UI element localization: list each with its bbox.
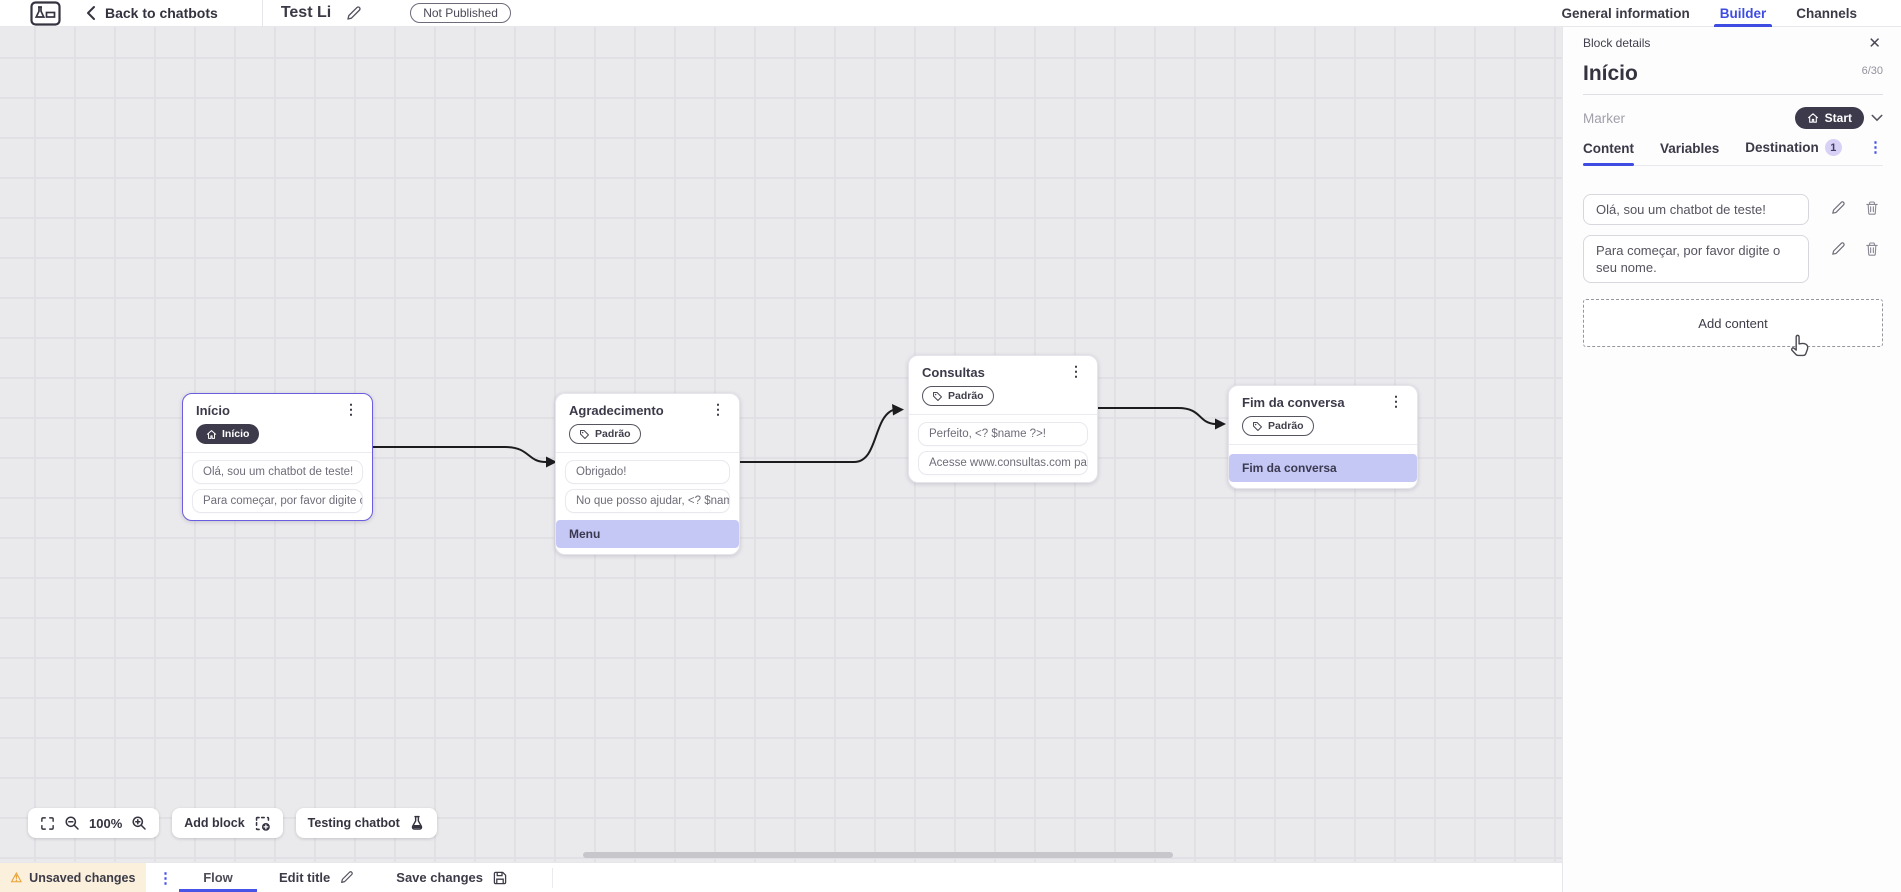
add-block-icon xyxy=(254,815,271,832)
edit-title-pencil-icon[interactable] xyxy=(345,5,362,22)
tab-builder[interactable]: Builder xyxy=(1713,0,1772,27)
edit-message-icon[interactable] xyxy=(1830,200,1846,216)
delete-message-icon[interactable] xyxy=(1864,241,1880,257)
zoom-controls: 100% xyxy=(28,808,160,838)
node-inicio[interactable]: Início ⋮ Início Olá, sou um chatbot de t… xyxy=(182,393,373,521)
char-counter: 6/30 xyxy=(1861,65,1883,77)
start-pill: Start xyxy=(1794,107,1864,129)
add-content-button[interactable]: Add content xyxy=(1583,299,1883,347)
fullscreen-icon[interactable] xyxy=(40,816,55,831)
flask-icon xyxy=(409,815,425,831)
node-menu-icon[interactable]: ⋮ xyxy=(1069,363,1083,379)
node-message[interactable]: Para começar, por favor digite o ... xyxy=(193,489,362,512)
node-title: Início xyxy=(196,403,230,418)
bottombar-divider xyxy=(552,867,553,888)
warning-icon: ⚠ xyxy=(10,869,23,885)
node-menu-icon[interactable]: ⋮ xyxy=(344,401,358,417)
tab-destination[interactable]: Destination 1 xyxy=(1745,139,1842,165)
builder-nav-tabs: General information Builder Channels xyxy=(1561,0,1857,27)
marker-label: Marker xyxy=(1583,110,1626,126)
node-fim-da-conversa[interactable]: Fim da conversa ⋮ Padrão Fim da conversa xyxy=(1228,385,1418,489)
tab-variables[interactable]: Variables xyxy=(1660,141,1720,156)
unsaved-changes-status: ⚠ Unsaved changes xyxy=(0,863,146,892)
node-message[interactable]: Perfeito, <? $name ?>! xyxy=(919,422,1087,445)
back-to-chatbots-link[interactable]: Back to chatbots xyxy=(105,5,218,21)
panel-tabs: Content Variables Destination 1 ⋮ xyxy=(1583,138,1883,166)
panel-menu-icon[interactable]: ⋮ xyxy=(1868,139,1883,156)
block-details-panel: Block details ✕ Início 6/30 Marker Start… xyxy=(1562,27,1901,892)
add-block-button[interactable]: Add block xyxy=(172,808,283,838)
tag-icon xyxy=(933,391,942,401)
back-chevron-icon[interactable] xyxy=(85,5,97,21)
save-changes-button[interactable]: Save changes xyxy=(396,870,508,886)
panel-title: Block details xyxy=(1583,36,1651,50)
content-item: Para começar, por favor digite o seu nom… xyxy=(1583,235,1883,283)
zoom-level-value: 100% xyxy=(89,815,123,831)
node-message[interactable]: Obrigado! xyxy=(566,460,729,483)
topbar-divider xyxy=(261,0,263,27)
tab-channels[interactable]: Channels xyxy=(1796,6,1857,21)
close-icon[interactable]: ✕ xyxy=(1868,35,1881,52)
canvas-controls: 100% Add block Testing chatbot xyxy=(28,808,437,838)
node-message[interactable]: Acesse www.consultas.com par... xyxy=(919,451,1087,474)
tab-general-information[interactable]: General information xyxy=(1561,6,1690,21)
marker-select[interactable]: Start xyxy=(1794,107,1883,129)
horizontal-scrollbar-thumb[interactable] xyxy=(583,852,1173,858)
chatbot-title: Test Li xyxy=(280,4,332,21)
content-list: Olá, sou um chatbot de teste! Para começ… xyxy=(1583,194,1883,283)
status-badge: Not Published xyxy=(410,3,511,23)
pencil-icon xyxy=(341,871,354,883)
delete-message-icon[interactable] xyxy=(1864,200,1880,216)
padrao-tag-badge: Padrão xyxy=(922,386,994,406)
node-title: Agradecimento xyxy=(569,403,664,418)
tab-flow[interactable]: Flow xyxy=(179,863,257,892)
tag-icon xyxy=(580,429,589,439)
padrao-tag-badge: Padrão xyxy=(1242,416,1314,436)
block-name-field[interactable]: Início xyxy=(1583,62,1638,85)
destination-count-badge: 1 xyxy=(1824,139,1842,156)
node-button-fim[interactable]: Fim da conversa xyxy=(1229,453,1417,482)
save-icon xyxy=(493,871,507,884)
node-menu-icon[interactable]: ⋮ xyxy=(711,401,725,417)
node-button-menu[interactable]: Menu xyxy=(556,519,739,548)
node-consultas[interactable]: Consultas ⋮ Padrão Perfeito, <? $name ?>… xyxy=(908,355,1098,483)
testing-chatbot-button[interactable]: Testing chatbot xyxy=(295,808,437,838)
node-title: Consultas xyxy=(922,365,985,380)
edit-message-icon[interactable] xyxy=(1830,241,1846,257)
padrao-tag-badge: Padrão xyxy=(569,424,641,444)
zoom-out-icon[interactable] xyxy=(64,815,80,831)
message-text-field[interactable]: Para começar, por favor digite o seu nom… xyxy=(1583,235,1809,283)
app-logo-icon xyxy=(30,0,61,26)
chevron-down-icon xyxy=(1871,114,1883,122)
node-message[interactable]: No que posso ajudar, <? $name ... xyxy=(566,489,729,512)
home-icon xyxy=(1807,113,1818,123)
node-title: Fim da conversa xyxy=(1242,395,1345,410)
zoom-in-icon[interactable] xyxy=(131,815,147,831)
top-bar: Back to chatbots Test Li Not Published G… xyxy=(0,0,1901,27)
bottom-bar: ⚠ Unsaved changes ⋮ Flow Edit title Save… xyxy=(0,862,1562,892)
home-icon xyxy=(206,429,217,439)
node-menu-icon[interactable]: ⋮ xyxy=(1389,393,1403,409)
tag-icon xyxy=(1253,421,1262,431)
message-text-field[interactable]: Olá, sou um chatbot de teste! xyxy=(1583,194,1809,225)
node-agradecimento[interactable]: Agradecimento ⋮ Padrão Obrigado! No que … xyxy=(555,393,740,555)
node-message[interactable]: Olá, sou um chatbot de teste! xyxy=(193,460,362,483)
flow-canvas[interactable]: Início ⋮ Início Olá, sou um chatbot de t… xyxy=(0,27,1562,862)
edit-title-button[interactable]: Edit title xyxy=(279,870,354,885)
content-item: Olá, sou um chatbot de teste! xyxy=(1583,194,1883,225)
start-marker-badge: Início xyxy=(196,424,260,444)
tab-content[interactable]: Content xyxy=(1583,141,1634,166)
flow-menu-icon[interactable]: ⋮ xyxy=(158,869,173,887)
